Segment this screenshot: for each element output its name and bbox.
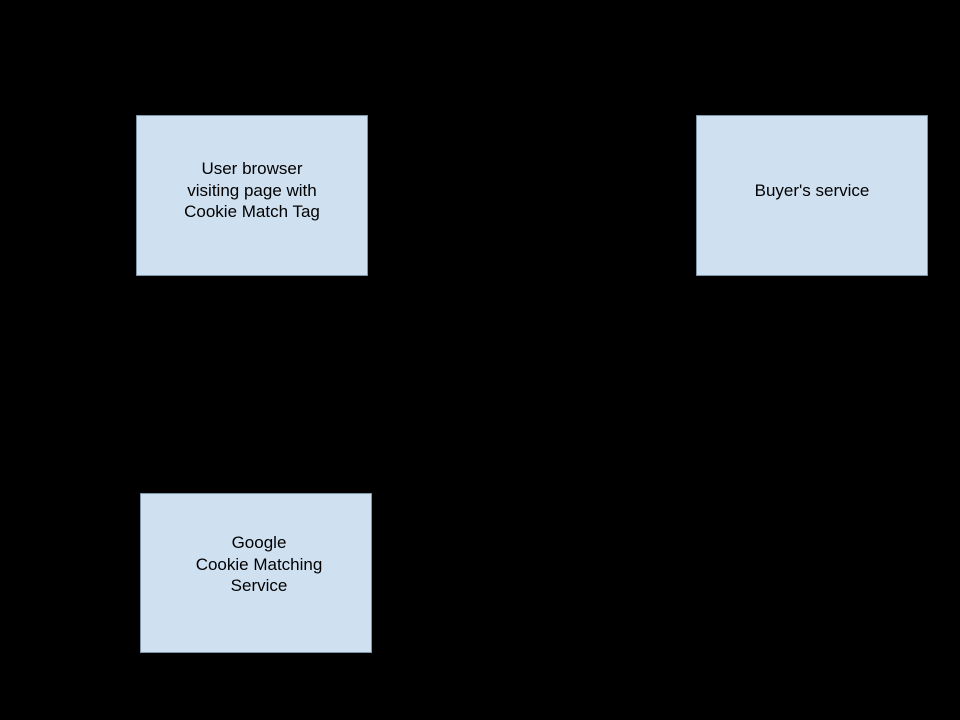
node-google-cms-line-3: Service: [230, 576, 288, 595]
diagram-node-buyers-service[interactable]: Buyer's service: [696, 115, 928, 276]
node-user-browser-line-2: visiting page with: [187, 180, 317, 200]
diagram-node-user-browser[interactable]: User browser visiting page with Cookie M…: [136, 115, 368, 276]
node-user-browser-line-1: User browser: [201, 159, 303, 178]
diagram-node-google-cookie-matching-service[interactable]: Google Cookie Matching Service: [140, 493, 372, 653]
node-buyers-service-line-1: Buyer's service: [754, 181, 870, 200]
node-user-browser-line-3: Cookie Match Tag: [184, 202, 320, 221]
node-google-cms-line-2: Cookie Matching: [195, 554, 323, 574]
node-google-cms-line-1: Google: [231, 533, 287, 552]
